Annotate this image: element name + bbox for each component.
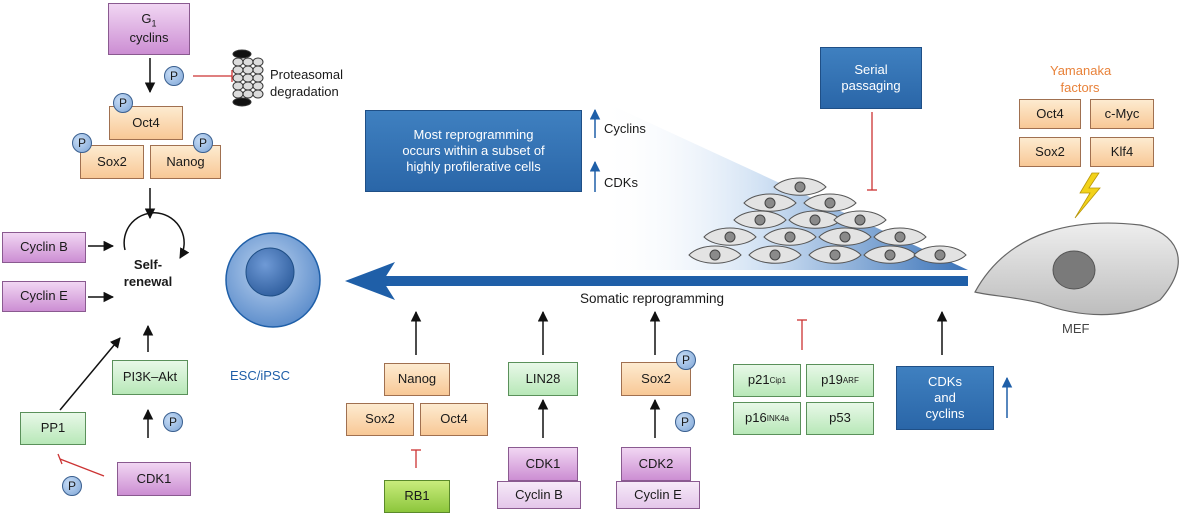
bottom-nanog-box: Nanog: [384, 363, 450, 396]
g1-cyclins-word: cyclins: [129, 30, 169, 46]
mef-label: MEF: [1062, 321, 1090, 336]
g1-cyclins-box: G1 cyclins: [108, 3, 190, 55]
small-cell-nucleus: [769, 249, 781, 261]
mef-nucleus: [1052, 250, 1096, 290]
bottom-sox2-phospho-box: Sox2: [621, 362, 691, 396]
self-renewal-line-1: Self-: [133, 257, 163, 272]
p19-sup: ARF: [842, 375, 859, 385]
small-cell-nucleus: [794, 181, 806, 193]
g1-subscript: 1: [151, 19, 157, 30]
p16-sup: INK4a: [766, 413, 789, 423]
small-cell-nucleus: [724, 231, 736, 243]
small-cell-nucleus: [764, 197, 776, 209]
g1-letter: G: [141, 11, 152, 27]
yamanaka-cmyc-box: c-Myc: [1090, 99, 1154, 129]
p21-sup: Cip1: [769, 375, 787, 385]
small-cell-nucleus: [784, 231, 796, 243]
small-cell-nucleus: [854, 214, 866, 226]
cdks-line-1: CDKs: [928, 373, 962, 389]
reprogramming-info-box: Most reprogramming occurs within a subse…: [365, 110, 582, 192]
small-cell-nucleus: [709, 249, 721, 261]
cdk2-box: CDK2: [621, 447, 691, 481]
small-cell-nucleus: [934, 249, 946, 261]
bottom-cyclin-b-box: Cyclin B: [497, 481, 581, 509]
cdk2-phosphate-icon: P: [675, 412, 695, 432]
proteasomal-label: Proteasomal degradation: [270, 66, 343, 100]
sox2-phosphate-icon: P: [72, 133, 92, 153]
proteasomal-line-2: degradation: [270, 84, 339, 99]
small-cell-nucleus: [894, 231, 906, 243]
nanog-box: Nanog: [150, 145, 221, 179]
bottom-sox2-box: Sox2: [346, 403, 414, 436]
yamanaka-oct4-box: Oct4: [1019, 99, 1081, 129]
cdks-line-3: cyclins: [925, 406, 965, 422]
bottom-oct4-box: Oct4: [420, 403, 488, 436]
cdks-cyclins-box: CDKs and cyclins: [896, 366, 994, 430]
reprogramming-arrow-head: [345, 262, 395, 300]
oct4-phosphate-icon: P: [113, 93, 133, 113]
cyclins-up-label: Cyclins: [604, 121, 646, 136]
reprogramming-arrow-shaft: [380, 276, 968, 286]
bottom-cyclin-e-box: Cyclin E: [616, 481, 700, 509]
serial-line-1: Serial: [854, 61, 888, 77]
sox2-bottom-phosphate-icon: P: [676, 350, 696, 370]
p53-box: p53: [806, 402, 874, 435]
yamanaka-sox2-box: Sox2: [1019, 137, 1081, 167]
info-line-1: Most reprogramming: [413, 126, 534, 142]
small-cell-nucleus: [839, 231, 851, 243]
lightning-icon: [1074, 172, 1101, 219]
self-renewal-line-2: renewal: [123, 274, 173, 289]
sox2-box: Sox2: [80, 145, 144, 179]
p19-text: p19: [821, 372, 843, 388]
yamanaka-line-2: factors: [1060, 80, 1100, 95]
self-renewal-label: Self- renewal: [120, 256, 176, 290]
pi3k-akt-box: PI3K–Akt: [112, 360, 188, 395]
somatic-reprogramming-label: Somatic reprogramming: [580, 291, 725, 306]
small-cell-nucleus: [824, 197, 836, 209]
pp1-box: PP1: [20, 412, 86, 445]
proteasome-icon: [232, 49, 264, 107]
proliferating-cells: [688, 177, 967, 264]
yamanaka-title: Yamanaka factors: [1050, 62, 1112, 96]
esc-label: ESC/iPSC: [230, 368, 290, 383]
p16-text: p16: [745, 410, 767, 426]
serial-passaging-box: Serial passaging: [820, 47, 922, 109]
lin28-box: LIN28: [508, 362, 578, 396]
cdks-line-2: and: [934, 389, 956, 405]
cdk1-box: CDK1: [117, 462, 191, 496]
cdks-up-label: CDKs: [604, 175, 638, 190]
serial-line-2: passaging: [841, 78, 901, 93]
phosphate-icon: P: [164, 66, 184, 86]
info-line-2: occurs within a subset of: [402, 142, 545, 158]
small-cell-nucleus: [809, 214, 821, 226]
esc-nucleus: [245, 247, 295, 297]
info-line-3: highly profilerative cells: [406, 159, 541, 175]
cyclin-b-box: Cyclin B: [2, 232, 86, 263]
rb1-box: RB1: [384, 480, 450, 513]
small-cell-nucleus: [884, 249, 896, 261]
pi3k-phosphate-icon: P: [163, 412, 183, 432]
small-cell-nucleus: [754, 214, 766, 226]
bottom-cdk1-box: CDK1: [508, 447, 578, 481]
pp1-phosphate-icon: P: [62, 476, 82, 496]
proteasomal-line-1: Proteasomal: [270, 67, 343, 82]
yamanaka-line-1: Yamanaka: [1050, 63, 1112, 78]
cyclin-e-box: Cyclin E: [2, 281, 86, 312]
small-cell-nucleus: [829, 249, 841, 261]
p21-text: p21: [747, 372, 770, 388]
yamanaka-klf4-box: Klf4: [1090, 137, 1154, 167]
nanog-phosphate-icon: P: [193, 133, 213, 153]
